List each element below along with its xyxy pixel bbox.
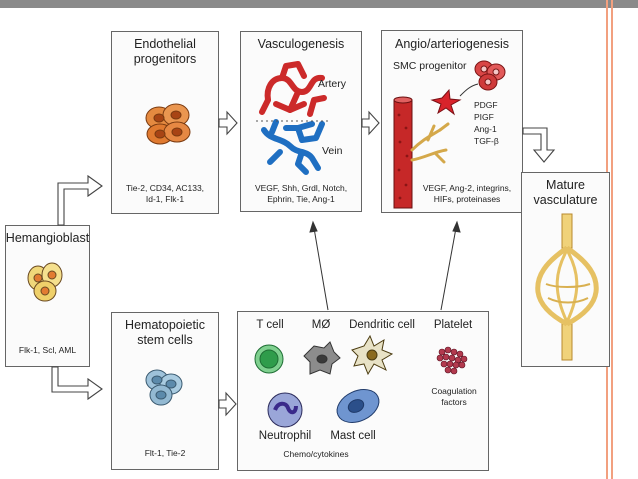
hematopoietic-title-line1: Hematopoietic xyxy=(125,318,205,332)
dendritic-cell-label: Dendritic cell xyxy=(349,319,415,331)
ang1-label: Ang-1 xyxy=(474,124,497,134)
mature-vessel-tree xyxy=(535,213,599,361)
vasculogenesis-factors-line1: VEGF, Shh, Grdl, Notch, xyxy=(254,183,348,193)
angio-vessel xyxy=(393,96,450,209)
coagulation-line2: factors xyxy=(441,397,467,407)
vasculogenesis-factors-line2: Ephrin, Tie, Ang-1 xyxy=(267,194,335,204)
pdgf-label: PDGF xyxy=(474,100,498,110)
angio-factors-line2: HIFs, proteinases xyxy=(433,194,501,204)
vein-network xyxy=(261,119,325,175)
hematopoietic-markers: Flt-1, Tie-2 xyxy=(144,448,186,458)
platelet-label: Platelet xyxy=(433,319,473,331)
endothelial-markers-line1: Tie-2, CD34, AC133, xyxy=(125,183,205,193)
macrophage-label: MØ xyxy=(311,319,331,331)
coagulation-line1: Coagulation xyxy=(431,386,477,396)
artery-network xyxy=(259,61,327,117)
neutrophil-label: Neutrophil xyxy=(258,430,312,442)
arrow-to-endothelial xyxy=(57,174,103,226)
endothelial-title-line1: Endothelial xyxy=(134,37,196,51)
tgf-beta-label: TGF-β xyxy=(474,136,499,146)
angio-factors-line1: VEGF, Ang-2, integrins, xyxy=(422,183,512,193)
arrow-immune-to-vasc xyxy=(313,227,329,311)
smc-progenitor-star xyxy=(430,88,462,116)
mature-title-line2: vasculature xyxy=(533,193,598,207)
arrow-immune-to-angio xyxy=(440,227,457,311)
arrow-to-hematopoietic xyxy=(51,366,103,401)
platelet-cluster-graphic xyxy=(436,346,468,375)
hemangioblast-markers: Flk-1, Scl, AML xyxy=(18,345,77,355)
top-bar xyxy=(0,0,638,8)
mature-title-line1: Mature xyxy=(546,178,585,192)
vasculogenesis-title: Vasculogenesis xyxy=(257,37,345,51)
arrow-immune-to-vasc-head xyxy=(309,220,318,233)
hemangioblast-title: Hemangioblast xyxy=(5,231,90,245)
t-cell-graphic xyxy=(254,344,284,374)
hsc-cells xyxy=(145,369,183,406)
mast-cell-graphic xyxy=(336,389,380,423)
arrow-vasc-to-angio xyxy=(361,110,380,136)
endothelial-title-line2: progenitors xyxy=(133,52,197,66)
pigf-label: PIGF xyxy=(474,112,494,122)
macrophage-graphic xyxy=(303,341,341,375)
chemo-cytokines-label: Chemo/cytokines xyxy=(283,449,349,459)
t-cell-label: T cell xyxy=(256,319,284,331)
arrow-angio-to-mature xyxy=(522,127,556,163)
endothelial-markers-line2: Id-1, Flk-1 xyxy=(145,194,185,204)
neutrophil-graphic xyxy=(267,392,303,428)
endothelial-cells xyxy=(145,103,191,145)
arrow-endo-to-vasc xyxy=(218,110,238,136)
artery-label: Artery xyxy=(318,78,347,90)
hemangioblast-cells xyxy=(27,262,63,302)
smc-cell-cluster xyxy=(474,60,506,91)
hematopoietic-title-line2: stem cells xyxy=(137,333,193,347)
arrow-hsc-to-immune xyxy=(218,391,237,417)
angio-title: Angio/arteriogenesis xyxy=(395,37,509,51)
right-rule-2 xyxy=(611,0,613,479)
arrow-immune-to-angio-head xyxy=(452,220,461,233)
mast-cell-label: Mast cell xyxy=(330,430,376,442)
vein-label: Vein xyxy=(322,145,343,157)
dendritic-cell-graphic xyxy=(351,334,394,376)
smc-progenitor-label: SMC progenitor xyxy=(393,60,467,72)
smc-pointer xyxy=(459,83,479,97)
